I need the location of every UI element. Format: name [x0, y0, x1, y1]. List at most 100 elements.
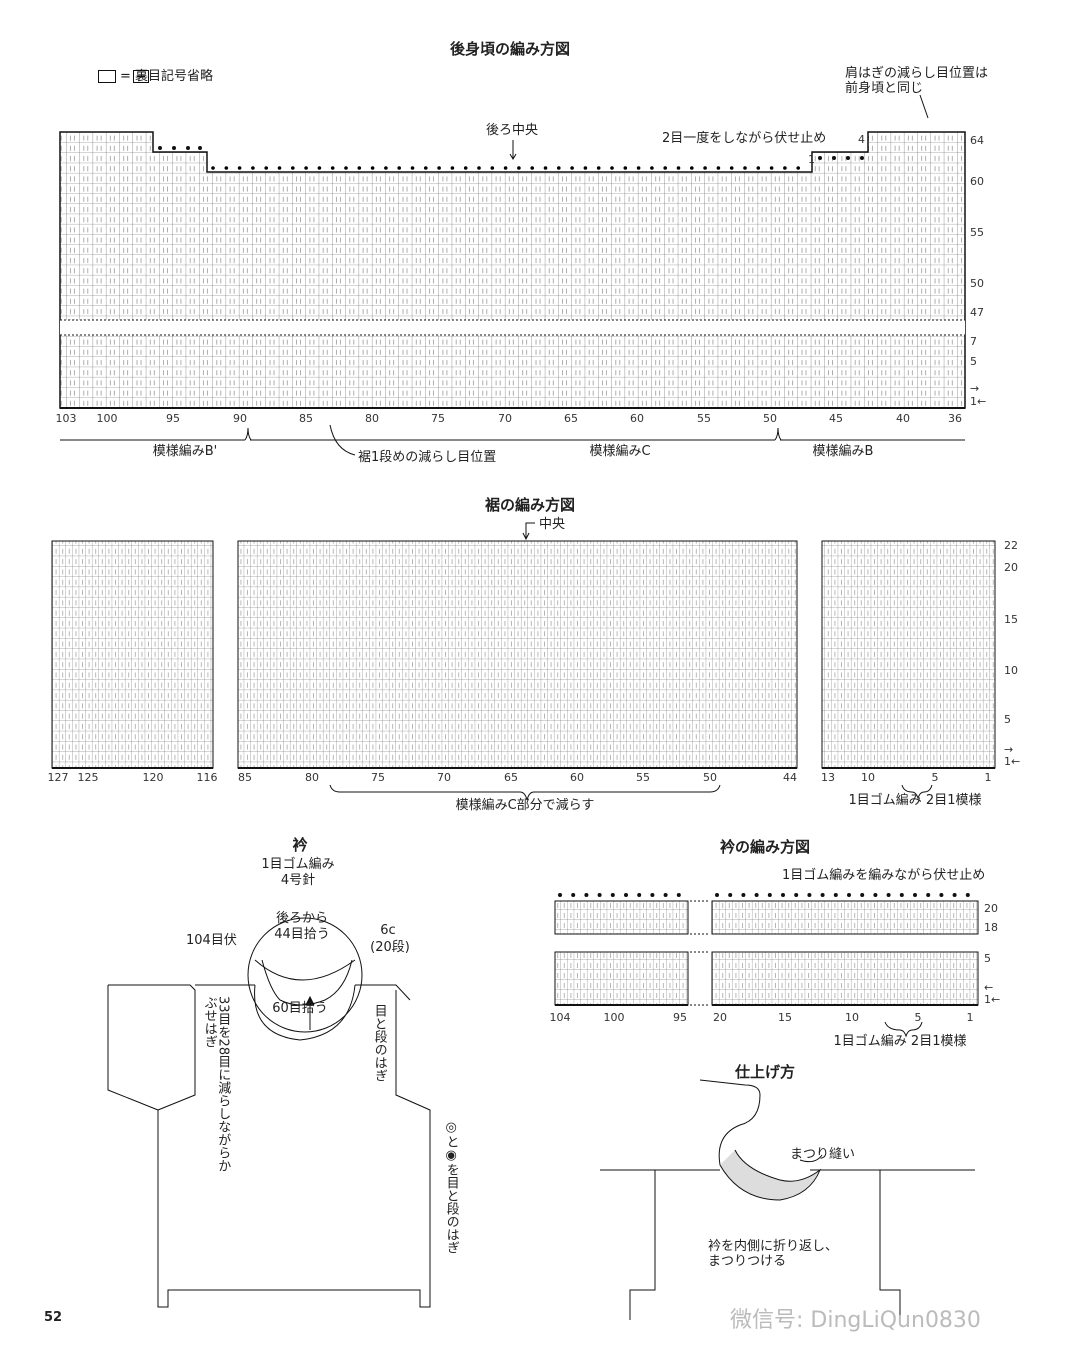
- stitch-label: 70: [498, 412, 512, 425]
- bindoff-dot: [794, 893, 799, 897]
- row-label: 18: [984, 921, 998, 934]
- shoulder-note-2: 前身頃と同じ: [845, 81, 924, 96]
- row-label: 55: [970, 226, 984, 239]
- bindoff-dot: [769, 166, 774, 170]
- shoulder-left-note: 33目を28目に減らしながらかぶせはぎ: [201, 996, 231, 1173]
- bindoff-dot: [610, 166, 614, 170]
- bindoff-dot: [820, 893, 825, 897]
- finishing-title: 仕上げ方: [734, 1063, 796, 1081]
- bindoff-dot: [637, 893, 642, 897]
- bindoff-dot: [251, 166, 255, 170]
- bindoff-dot: [583, 166, 588, 170]
- bindoff-dot: [783, 166, 787, 170]
- hem-decrease-note: 模様編みC部分で減らす: [455, 798, 595, 813]
- stitch-label: 40: [896, 412, 910, 425]
- bindoff-dot: [796, 166, 800, 170]
- bindoff-dot: [886, 893, 891, 897]
- bindoff-dot: [571, 893, 576, 897]
- stitch-label: 1: [966, 1011, 974, 1024]
- stitch-label: 120: [142, 771, 164, 784]
- bindoff-dot: [716, 166, 721, 170]
- bindoff-dot: [357, 166, 362, 170]
- bindoff-dot: [410, 166, 415, 170]
- stitch-label: 75: [431, 412, 445, 425]
- collar-bindoff-note: 1目ゴム編みを編みながら伏せ止め: [782, 868, 986, 883]
- stitch-label: 80: [305, 771, 319, 784]
- pickup-front: 60目拾う: [272, 1001, 328, 1016]
- bindoff-dots: [158, 146, 864, 160]
- bindoff-dot: [450, 166, 455, 170]
- bindoff-dot: [517, 166, 521, 170]
- finishing-note-2: まつりつける: [708, 1254, 787, 1269]
- bindoff-dot: [690, 166, 694, 170]
- bindoff-dot: [384, 166, 388, 170]
- finishing-drawing: [600, 1079, 975, 1320]
- stitch-label: 1: [984, 771, 992, 784]
- back-chart: [59, 94, 966, 456]
- collar-chart-title: 衿の編み方図: [719, 838, 811, 856]
- stitch-label: 103: [55, 412, 77, 425]
- finishing-note-1: 衿を内側に折り返し、: [708, 1239, 839, 1254]
- bindoff-dot: [952, 893, 957, 897]
- stitch-label: 85: [299, 412, 313, 425]
- legend-text: = 裏目記号省略: [120, 69, 214, 84]
- row-label: 20: [984, 902, 998, 915]
- pickup-back-1: 後ろから: [275, 911, 329, 926]
- blank-square-icon: [98, 70, 116, 83]
- row-label: 50: [970, 277, 984, 290]
- bindoff-dot: [477, 166, 481, 170]
- collar-chart: [554, 893, 979, 1038]
- bindoff-dot: [610, 893, 615, 897]
- stitch-label: 95: [673, 1011, 687, 1024]
- stitch-label: 116: [196, 771, 218, 784]
- stitch-label: 95: [166, 412, 180, 425]
- bindoff-dot: [224, 166, 229, 170]
- stitch-label: 85: [238, 771, 252, 784]
- bindoff-dot: [650, 166, 654, 170]
- row-label: 1←: [970, 395, 987, 408]
- row-label: →: [1004, 743, 1014, 756]
- row-label: 7: [970, 335, 977, 348]
- row-label: 20: [1004, 561, 1018, 574]
- bindoff-dot: [530, 166, 534, 170]
- row-label: 64: [970, 134, 984, 147]
- pattern-b-prime-label: 模様編みB': [152, 444, 218, 459]
- stitch-label: 60: [630, 412, 644, 425]
- bindoff-count: 104目伏: [186, 933, 237, 948]
- collar-depth-1: 6c: [380, 923, 396, 938]
- bindoff-dot: [211, 166, 215, 170]
- back-chart-title: 後身頃の編み方図: [449, 40, 571, 58]
- bindoff-dot: [317, 166, 322, 170]
- row-mark-1: 1: [808, 153, 815, 166]
- shoulder-note-1: 肩はぎの減らし目位置は: [845, 66, 989, 81]
- bindoff-dot: [490, 166, 495, 170]
- bindoff-dot: [756, 166, 761, 170]
- bindoff-dot: [965, 893, 970, 897]
- bindoff-dot: [558, 893, 562, 897]
- row-label: →: [970, 382, 980, 395]
- stitch-label: 55: [697, 412, 711, 425]
- bindoff-dot: [397, 166, 402, 170]
- row-label: ←: [984, 981, 994, 994]
- bindoff-dot: [370, 166, 375, 170]
- symbol-legend: = 裏目記号省略: [98, 70, 213, 83]
- bindoff-dot: [676, 893, 681, 897]
- stitch-label: 80: [365, 412, 379, 425]
- row-label: 22: [1004, 539, 1018, 552]
- bindoff-dot: [650, 893, 655, 897]
- pattern-b-label: 模様編みB: [812, 444, 874, 459]
- bindoff-dot: [703, 166, 707, 170]
- bindoff-dot: [663, 893, 668, 897]
- bindoff-dot: [237, 166, 242, 170]
- bindoff-dot: [291, 166, 295, 170]
- watermark: 微信号: DingLiQun0830: [730, 1308, 981, 1333]
- purl-symbol-icon: [133, 70, 149, 83]
- bindoff-dot: [833, 893, 838, 897]
- stitch-label: 104: [549, 1011, 571, 1024]
- row-label: 5: [984, 952, 991, 965]
- stitch-label: 20: [713, 1011, 727, 1024]
- row-label: 1←: [984, 993, 1001, 1006]
- stitch-label: 90: [233, 412, 247, 425]
- stitch-label: 10: [861, 771, 875, 784]
- collar-stitch: 1目ゴム編み: [261, 857, 335, 872]
